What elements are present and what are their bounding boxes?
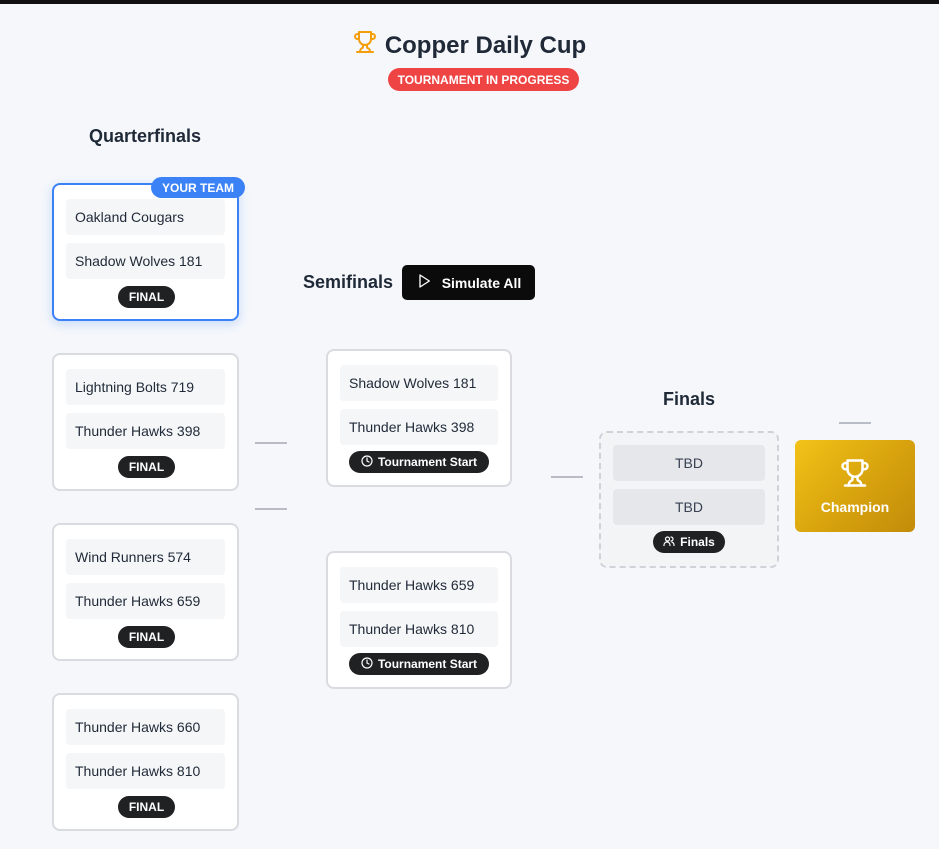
team-slot[interactable]: Thunder Hawks 810 [66, 753, 225, 789]
team-slot[interactable]: Thunder Hawks 660 [66, 709, 225, 745]
team-slot[interactable]: Thunder Hawks 398 [66, 413, 225, 449]
your-team-badge: YOUR TEAM [151, 177, 245, 198]
semifinal-match-2[interactable]: Thunder Hawks 659 Thunder Hawks 810 Tour… [326, 551, 512, 689]
trophy-icon [840, 458, 870, 491]
simulate-all-label: Simulate All [441, 274, 522, 291]
bracket-connector [255, 442, 287, 444]
quarterfinal-match-3[interactable]: Wind Runners 574 Thunder Hawks 659 FINAL [52, 523, 239, 661]
quarterfinal-match-4[interactable]: Thunder Hawks 660 Thunder Hawks 810 FINA… [52, 693, 239, 831]
finals-badge: Finals [653, 531, 725, 553]
tournament-start-badge: Tournament Start [349, 653, 489, 675]
team-slot[interactable]: Shadow Wolves 181 [66, 243, 225, 279]
tournament-title: Copper Daily Cup [384, 31, 587, 59]
users-icon [663, 535, 675, 550]
team-slot[interactable]: Thunder Hawks 659 [66, 583, 225, 619]
bracket-connector [551, 476, 583, 478]
quarterfinal-match-2[interactable]: Lightning Bolts 719 Thunder Hawks 398 FI… [52, 353, 239, 491]
bracket-connector [839, 422, 871, 424]
quarterfinals-heading: Quarterfinals [89, 126, 202, 146]
finals-heading: Finals [663, 389, 716, 409]
final-status-badge: FINAL [118, 796, 175, 818]
team-slot[interactable]: Thunder Hawks 810 [340, 611, 498, 647]
champion-label: Champion [820, 498, 890, 515]
tournament-start-label: Tournament Start [377, 657, 478, 671]
trophy-icon [353, 30, 377, 61]
page-title: Copper Daily Cup [353, 30, 586, 61]
quarterfinal-match-1[interactable]: Oakland Cougars Shadow Wolves 181 FINAL [52, 183, 239, 321]
final-status-badge: FINAL [118, 456, 175, 478]
finals-label: Finals [680, 535, 715, 549]
team-slot-tbd[interactable]: TBD [613, 489, 765, 525]
semifinal-match-1[interactable]: Shadow Wolves 181 Thunder Hawks 398 Tour… [326, 349, 512, 487]
clock-icon [361, 656, 373, 672]
finals-match[interactable]: TBD TBD Finals [599, 431, 779, 568]
team-slot[interactable]: Oakland Cougars [66, 199, 225, 235]
tournament-status-badge: TOURNAMENT IN PROGRESS [388, 68, 579, 91]
team-slot[interactable]: Lightning Bolts 719 [66, 369, 225, 405]
final-status-badge: FINAL [118, 286, 175, 308]
header: Copper Daily Cup [0, 30, 939, 61]
semifinals-heading: Semifinals [303, 272, 394, 292]
tournament-start-badge: Tournament Start [349, 451, 489, 473]
final-status-badge: FINAL [118, 626, 175, 648]
team-slot-tbd[interactable]: TBD [613, 445, 765, 481]
clock-icon [361, 454, 373, 470]
tournament-start-label: Tournament Start [377, 455, 478, 469]
champion-card: Champion [795, 440, 915, 532]
team-slot[interactable]: Wind Runners 574 [66, 539, 225, 575]
team-slot[interactable]: Thunder Hawks 659 [340, 567, 498, 603]
team-slot[interactable]: Thunder Hawks 398 [340, 409, 498, 445]
simulate-all-button[interactable]: Simulate All [402, 265, 535, 300]
play-icon [416, 273, 432, 292]
team-slot[interactable]: Shadow Wolves 181 [340, 365, 498, 401]
top-bar [0, 0, 939, 4]
bracket-connector [255, 508, 287, 510]
